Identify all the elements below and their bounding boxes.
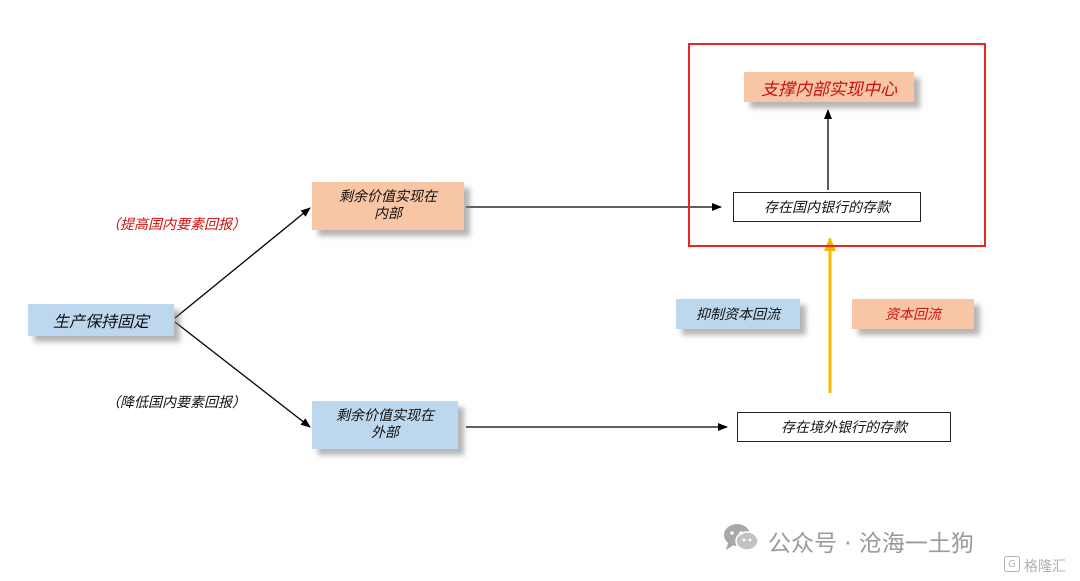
edge-label-raise: （提高国内要素回报） — [106, 217, 246, 233]
node-production-fixed: 生产保持固定 — [28, 304, 174, 336]
node-domestic-deposit: 存在国内银行的存款 — [733, 192, 921, 222]
watermark-wechat: 公众号 · 沧海一土狗 — [768, 531, 974, 557]
node-domestic-deposit-label: 存在国内银行的存款 — [764, 200, 890, 216]
node-capital-return-label: 资本回流 — [885, 307, 941, 323]
highlight-frame — [688, 43, 986, 247]
node-surplus-external: 剩余价值实现在 外部 — [312, 401, 458, 449]
node-suppress-return-label: 抑制资本回流 — [696, 307, 780, 323]
edge-label-lower: （降低国内要素回报） — [106, 395, 246, 411]
node-surplus-external-label: 剩余价值实现在 外部 — [336, 408, 434, 441]
node-support-center-label: 支撑内部实现中心 — [761, 79, 897, 100]
node-suppress-return: 抑制资本回流 — [676, 299, 800, 329]
node-surplus-internal-label: 剩余价值实现在 内部 — [339, 189, 437, 222]
brand-logo-icon: G — [1004, 556, 1020, 572]
node-production-fixed-label: 生产保持固定 — [52, 312, 149, 331]
node-surplus-internal: 剩余价值实现在 内部 — [312, 182, 464, 230]
node-foreign-deposit: 存在境外银行的存款 — [737, 412, 951, 442]
node-foreign-deposit-label: 存在境外银行的存款 — [781, 420, 907, 436]
node-support-center: 支撑内部实现中心 — [744, 72, 914, 102]
node-capital-return: 资本回流 — [852, 299, 974, 329]
wechat-icon — [724, 524, 759, 551]
watermark-brand: 格隆汇 — [1024, 559, 1066, 575]
edge-production-to-internal — [174, 207, 311, 319]
edge-production-to-external — [174, 321, 311, 428]
